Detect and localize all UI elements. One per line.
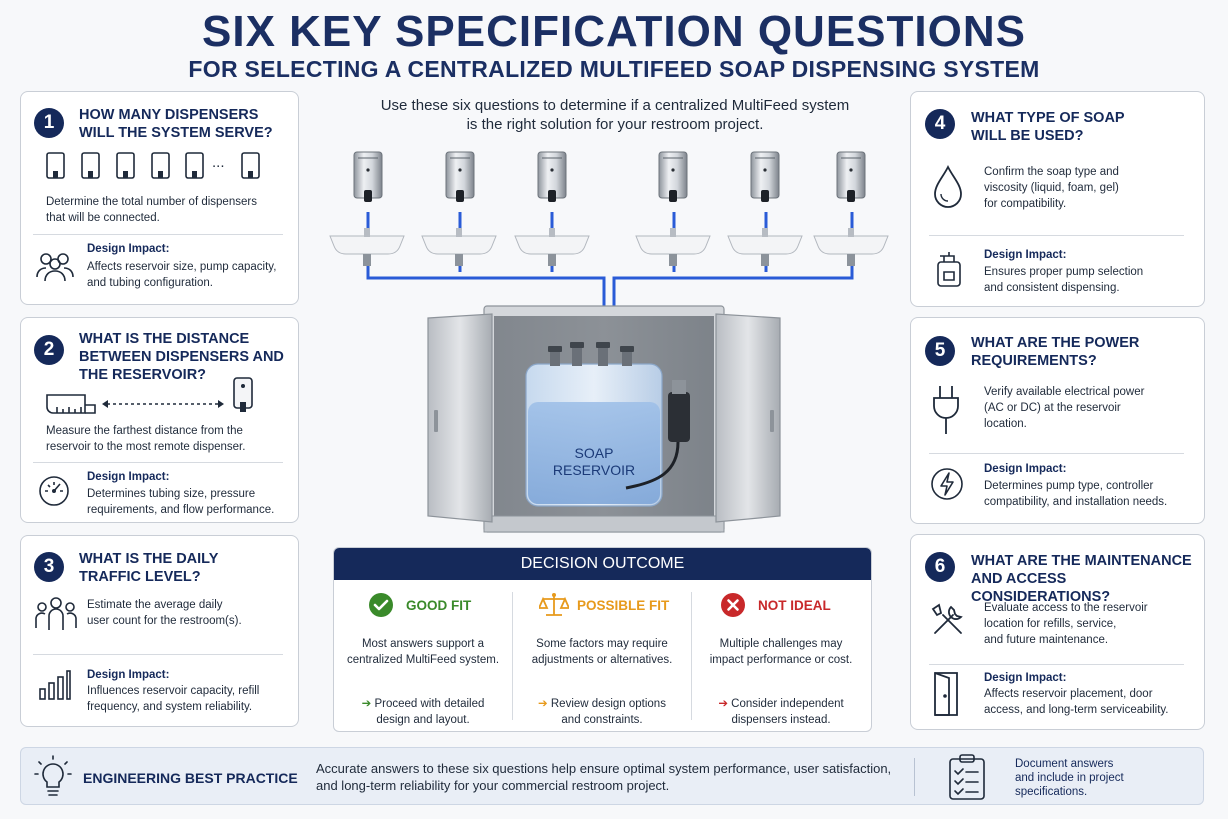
outcome-action: ➔ Proceed with detailed design and layou… bbox=[361, 698, 485, 726]
bar-chart-icon bbox=[39, 670, 71, 700]
design-impact-label: Design Impact: bbox=[87, 471, 170, 483]
arrow-right-icon: ➔ bbox=[538, 698, 548, 710]
clipboard-checklist-icon bbox=[949, 754, 985, 800]
intro-text: Use these six questions to determine if … bbox=[380, 97, 850, 133]
ellipsis: ... bbox=[212, 154, 225, 171]
footer-divider bbox=[914, 758, 915, 796]
power-plug-icon bbox=[933, 386, 959, 434]
question-number: 5 bbox=[925, 336, 955, 366]
reservoir-label-line1: SOAP bbox=[575, 445, 614, 461]
design-impact-label: Design Impact: bbox=[984, 249, 1067, 261]
arrow-right-icon: ➔ bbox=[718, 698, 728, 710]
divider bbox=[929, 453, 1184, 454]
multifeed-system-illustration: SOAP RESERVOIR bbox=[329, 151, 889, 533]
column-divider bbox=[691, 592, 692, 720]
divider bbox=[929, 235, 1184, 236]
arrow-right-icon: ➔ bbox=[361, 698, 372, 710]
tools-icon bbox=[931, 603, 963, 634]
divider bbox=[929, 664, 1184, 665]
door-icon bbox=[934, 672, 958, 716]
outcome-label: POSSIBLE FIT bbox=[577, 598, 670, 613]
page-title: SIX KEY SPECIFICATION QUESTIONS bbox=[202, 7, 1026, 56]
outcome-action: ➔ Consider independent dispensers instea… bbox=[718, 698, 844, 726]
distance-arrow bbox=[102, 400, 224, 408]
question-number: 3 bbox=[34, 552, 64, 582]
soap-drop-icon bbox=[934, 164, 962, 208]
balance-scale-icon bbox=[539, 593, 569, 616]
lightning-bolt-icon bbox=[931, 468, 963, 500]
page-subtitle: FOR SELECTING A CENTRALIZED MULTIFEED SO… bbox=[188, 56, 1040, 82]
question-number: 6 bbox=[925, 552, 955, 582]
divider bbox=[33, 234, 283, 235]
pressure-gauge-icon bbox=[39, 476, 69, 506]
dispenser-icon bbox=[233, 377, 253, 412]
divider bbox=[33, 462, 283, 463]
best-practice-footer: ENGINEERING BEST PRACTICE Accurate answe… bbox=[20, 747, 1204, 805]
soap-bottle-icon bbox=[937, 252, 961, 287]
outcome-label: GOOD FIT bbox=[406, 598, 472, 613]
design-impact-label: Design Impact: bbox=[87, 669, 170, 681]
question-description: Verify available electrical power(AC or … bbox=[984, 386, 1145, 430]
column-divider bbox=[512, 592, 513, 720]
lightbulb-icon bbox=[34, 755, 72, 796]
divider bbox=[33, 654, 283, 655]
outcome-label: NOT IDEAL bbox=[758, 598, 831, 613]
check-circle-icon bbox=[369, 593, 393, 617]
design-impact-label: Design Impact: bbox=[984, 672, 1067, 684]
design-impact-label: Design Impact: bbox=[984, 463, 1067, 475]
question-description: Determine the total number of dispensers… bbox=[46, 196, 257, 224]
x-circle-icon bbox=[721, 593, 745, 617]
reservoir-label-line2: RESERVOIR bbox=[553, 462, 635, 478]
best-practice-label: ENGINEERING BEST PRACTICE bbox=[83, 770, 298, 786]
decision-outcome-panel: DECISION OUTCOME GOOD FIT Most answers s… bbox=[333, 547, 872, 732]
design-impact-label: Design Impact: bbox=[87, 243, 170, 255]
crowd-icon bbox=[35, 597, 77, 630]
outcome-action: ➔ Review design options and constraints. bbox=[538, 698, 666, 726]
decision-outcome-title: DECISION OUTCOME bbox=[334, 548, 871, 580]
best-practice-text: Accurate answers to these six questions … bbox=[316, 761, 892, 793]
design-impact-text: Affects reservoir size, pump capacity,an… bbox=[87, 261, 277, 289]
users-icon bbox=[36, 253, 74, 282]
question-number: 1 bbox=[34, 108, 64, 138]
dispensers-row-icon: ... bbox=[46, 152, 260, 179]
question-number: 4 bbox=[925, 109, 955, 139]
measuring-tape-icon bbox=[46, 394, 96, 414]
question-number: 2 bbox=[34, 335, 64, 365]
